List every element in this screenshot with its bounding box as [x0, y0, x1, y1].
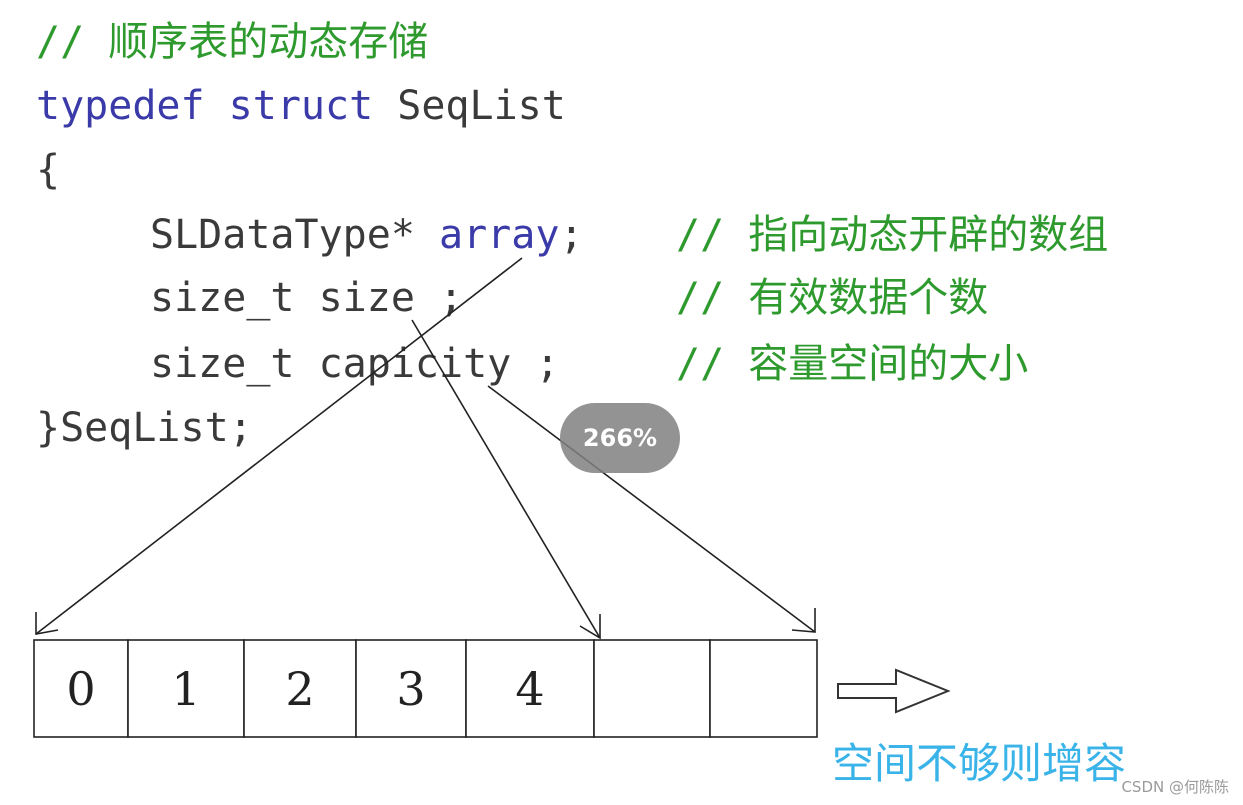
- array-cell-3: [355, 639, 467, 738]
- typedef-keyword: typedef: [36, 83, 205, 129]
- array-cell-value-1: 1: [171, 662, 200, 716]
- expand-label: 空间不够则增容: [832, 739, 1127, 788]
- array-cell-2: [243, 639, 357, 738]
- arrow-capicity-line: [487, 385, 816, 633]
- array-cell-value-4: 4: [515, 662, 544, 716]
- array-cell-1: [127, 639, 245, 738]
- array-cell-5: [593, 639, 711, 738]
- field-capicity-name: capicity: [318, 341, 512, 387]
- field-array-line: SLDataType* array;: [150, 207, 584, 263]
- array-cell-value-0: 0: [66, 662, 95, 716]
- watermark: CSDN @何陈陈: [1121, 778, 1229, 796]
- field-size-comment: // 有效数据个数: [676, 275, 989, 321]
- struct-name: SeqList: [397, 83, 566, 129]
- field-size-name: size: [318, 275, 415, 321]
- close-line: }SeqList;: [36, 405, 253, 451]
- arrow-array-line: [35, 257, 523, 635]
- field-capicity-comment: // 容量空间的大小: [676, 341, 1029, 387]
- field-array-terminator: ;: [559, 212, 584, 258]
- array-cell-6: [709, 639, 818, 738]
- typedef-line: typedef struct SeqList: [36, 78, 566, 134]
- arrow-capicity-head: [791, 608, 816, 633]
- field-array-comment: // 指向动态开辟的数组: [676, 212, 1109, 258]
- arrow-size-head: [579, 614, 601, 640]
- comment-title: // 顺序表的动态存储: [36, 19, 429, 65]
- arrow-array-head: [35, 612, 59, 635]
- array-cells: 0 1 2 3 4: [33, 639, 818, 738]
- array-cell-4: [465, 639, 595, 738]
- open-brace: {: [36, 147, 61, 193]
- expand-arrow-icon: [837, 668, 951, 714]
- array-cell-0: [33, 639, 129, 738]
- arrow-size-line: [411, 319, 601, 639]
- field-capicity-terminator: ;: [511, 341, 560, 387]
- field-array-name: array: [439, 212, 560, 258]
- field-capicity-type: size_t: [150, 341, 295, 387]
- struct-keyword: struct: [228, 83, 374, 129]
- field-size-type: size_t: [150, 275, 295, 321]
- zoom-badge: 266%: [560, 403, 680, 473]
- field-array-type: SLDataType*: [150, 212, 415, 258]
- field-capicity-line: size_t capicity ;: [150, 336, 559, 392]
- array-cell-value-2: 2: [285, 662, 314, 716]
- array-cell-value-3: 3: [396, 662, 425, 716]
